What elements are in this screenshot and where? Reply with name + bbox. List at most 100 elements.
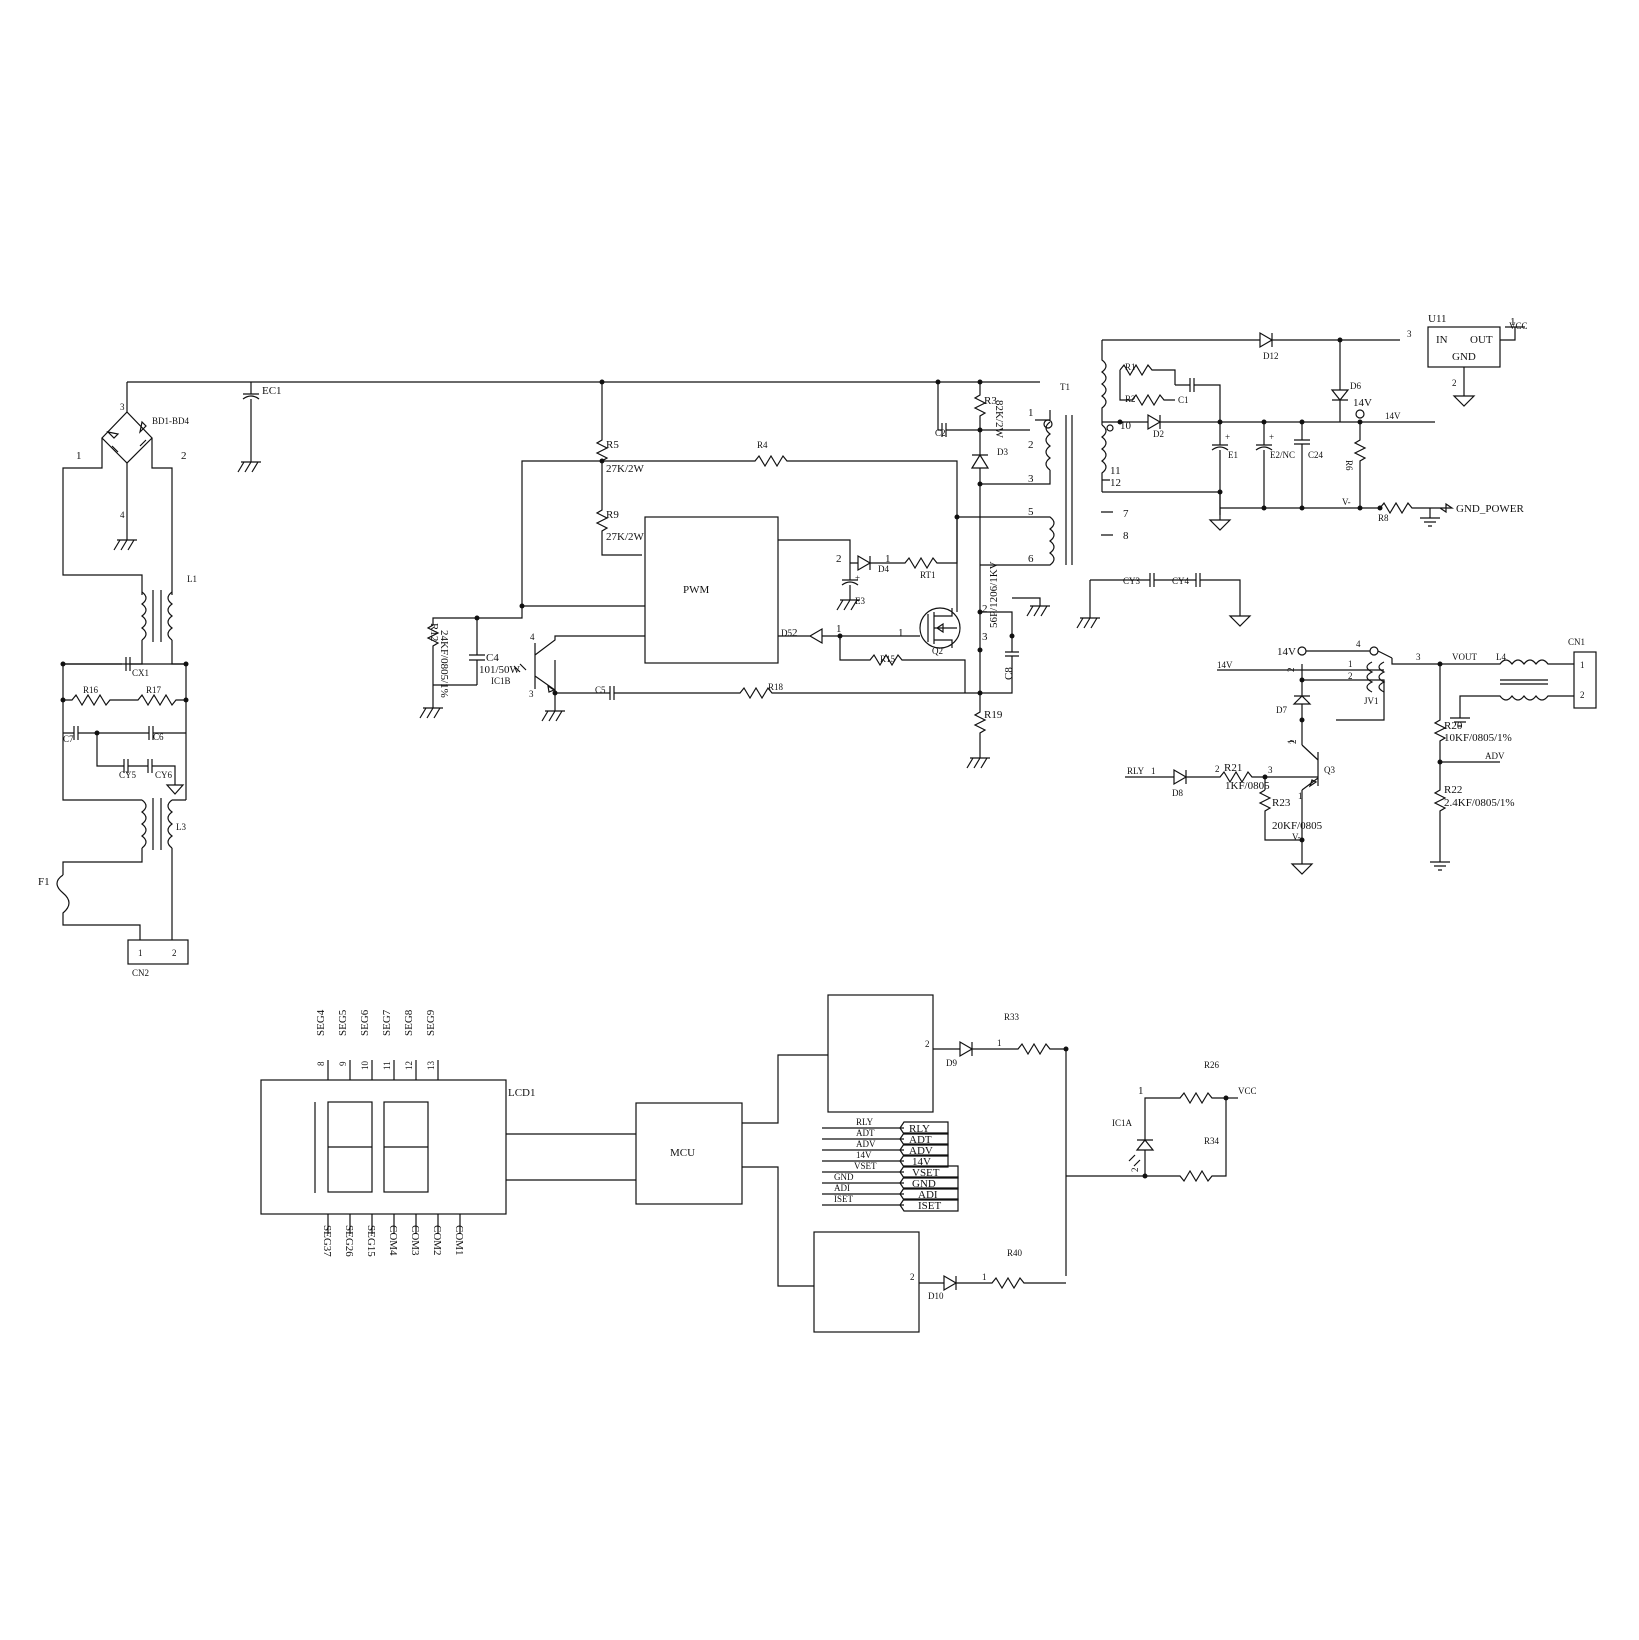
cy4-label: CY4: [1172, 576, 1190, 586]
d5-label: D5: [781, 628, 792, 638]
bd-pin1: 1: [76, 450, 82, 462]
cn1-connector: [1573, 651, 1597, 709]
e3-label: E3: [855, 596, 865, 606]
seg-bottom-label: COM4: [387, 1225, 399, 1256]
r22-value: 2.4KF/0805/1%: [1444, 797, 1515, 809]
cn1-label: CN1: [1568, 637, 1585, 647]
t1-label: T1: [1060, 382, 1070, 392]
u11-label: U11: [1428, 313, 1447, 325]
seg-top-label: SEG4: [315, 1009, 327, 1036]
l1-choke: [141, 590, 173, 642]
r3-value: 82K/2W: [993, 400, 1005, 439]
bridge-ac-wires: [62, 438, 173, 595]
pin-top-label: 9: [338, 1061, 348, 1066]
e1-capacitor: [1211, 422, 1229, 515]
u11-regulator: [1427, 326, 1501, 368]
cn1-pin1: 1: [1580, 660, 1585, 670]
t1-pin12: 12: [1110, 477, 1121, 489]
u11-ground: [1452, 367, 1476, 407]
jv1-relay-coil: [1366, 661, 1386, 693]
e2-capacitor: [1255, 422, 1273, 508]
lcd-bottom-labels: SEG37 SEG26 SEG15 COM4 COM3 COM2 COM1: [321, 1225, 465, 1257]
q2-pin3: 3: [982, 631, 988, 643]
t1-pin10: 10: [1120, 420, 1132, 432]
lcd-top-labels: SEG4 SEG5 SEG6 SEG7 SEG8 SEG9 8 9 10 11 …: [315, 1009, 437, 1070]
sig-left-label: ADI: [834, 1183, 850, 1193]
cy5-cy6-capacitors: [96, 733, 185, 795]
adv-label: ADV: [1485, 751, 1505, 761]
d7-pin2: 2: [1286, 668, 1296, 673]
seg-bottom-label: SEG15: [365, 1225, 377, 1257]
ic1b-label: IC1B: [491, 676, 511, 686]
c1-label: C1: [1178, 395, 1189, 405]
signal-wires: [822, 1127, 904, 1206]
r3-d3-network: [970, 382, 990, 612]
seg-top-label: SEG7: [381, 1009, 393, 1036]
cn2-pin2: 2: [172, 948, 177, 958]
mcu-label: MCU: [670, 1147, 695, 1159]
l3-choke: [141, 798, 173, 850]
l1-label: L1: [187, 574, 197, 584]
t1-core: [1065, 415, 1073, 565]
seg-bottom-label: COM3: [409, 1225, 421, 1256]
seg-bottom-label: SEG37: [321, 1225, 333, 1257]
wire: [1102, 479, 1220, 493]
bridge-diodes: [106, 420, 147, 453]
l4-return-wire: [1450, 679, 1574, 727]
primary-pwm-section: R5 27K/2W R9 27K/2W R4 PWM R12 24KF/0805…: [419, 379, 1252, 769]
u11-pin3: 3: [1407, 329, 1412, 339]
r19-label: R19: [984, 709, 1003, 721]
port-vset: [899, 1165, 959, 1179]
seg-bottom-label: COM2: [431, 1225, 443, 1256]
c8-capacitor: [980, 611, 1019, 694]
net-vminus: V-: [1342, 497, 1351, 507]
q2-label: Q2: [932, 646, 943, 656]
e1-plus: +: [1225, 432, 1230, 442]
r23-resistor: [1258, 777, 1302, 841]
port-adv: [899, 1143, 949, 1157]
d7-label: D7: [1276, 705, 1287, 715]
r6-label: R6: [1344, 460, 1354, 471]
r2-label: R2: [1125, 394, 1136, 404]
t1-secondary-winding: [1101, 340, 1107, 492]
sig-left-label: VSET: [854, 1161, 877, 1171]
seg-bottom-label: COM1: [453, 1225, 465, 1256]
pin-top-label: 10: [360, 1061, 370, 1071]
r4-resistor: [521, 454, 958, 612]
t1-pin1: 1: [1028, 407, 1034, 419]
pin-top-label: 13: [426, 1061, 436, 1071]
e3-capacitor: [836, 563, 860, 611]
jv1-label: JV1: [1364, 696, 1379, 706]
lcd-bottom-pins: [327, 1214, 461, 1234]
ec1-capacitor: [237, 382, 261, 473]
r23-vminus: V-: [1292, 832, 1301, 842]
r16-r17-resistors: [63, 693, 186, 707]
d7-pin1: 1: [1286, 740, 1296, 745]
r8-gnd-power: [1220, 501, 1454, 527]
cn2-label: CN2: [132, 968, 149, 978]
d4-pin1: 1: [885, 553, 891, 565]
pin-top-label: 8: [316, 1061, 326, 1066]
r12-value: 24KF/0805/1%: [438, 630, 450, 698]
t1-aux-winding: [957, 516, 1055, 566]
c4-label: C4: [486, 652, 499, 664]
r23-label: R23: [1272, 797, 1291, 809]
wire: [62, 848, 173, 940]
seg-top-label: SEG6: [359, 1009, 371, 1036]
sig-right-label: ADV: [909, 1145, 933, 1157]
d5-pin2: 2: [792, 627, 798, 639]
r18-label: R18: [768, 682, 784, 692]
d8-label: D8: [1172, 788, 1183, 798]
rly-pin1: 1: [1151, 766, 1156, 776]
c6-c7-capacitors: [62, 700, 187, 800]
d2-diode: [1102, 413, 1435, 431]
port-adt: [899, 1132, 949, 1146]
d12-diode: [1102, 331, 1400, 349]
jv1-pin4: 4: [1356, 639, 1361, 649]
seg-top-label: SEG9: [425, 1009, 437, 1036]
q2-symbol: [927, 608, 957, 648]
r19-resistor: [966, 612, 990, 769]
c7-label: C7: [63, 734, 74, 744]
ic1a-label: IC1A: [1112, 1118, 1133, 1128]
